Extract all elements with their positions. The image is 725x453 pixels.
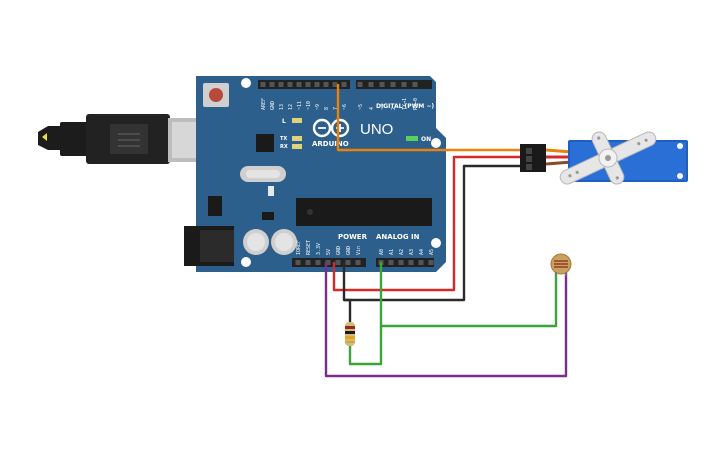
wire-analog xyxy=(379,262,558,328)
pin-hole[interactable] xyxy=(305,82,311,87)
pin-label: A0 xyxy=(379,249,385,255)
pin-label: 2 xyxy=(391,107,397,110)
led-tx-label: TX xyxy=(280,136,287,142)
pin-label: ~11 xyxy=(297,101,303,110)
microcontroller-chip xyxy=(296,198,432,226)
wire-signal xyxy=(336,84,528,152)
wire-power xyxy=(332,155,528,292)
analog-header xyxy=(376,258,434,267)
led-tx xyxy=(292,136,302,141)
pin-label: A3 xyxy=(409,249,415,255)
arduino-logo xyxy=(312,118,350,138)
pin-hole[interactable] xyxy=(315,260,321,265)
pin-label: GND xyxy=(270,101,276,110)
pin-label: A1 xyxy=(389,249,395,255)
pin-hole[interactable] xyxy=(368,82,374,87)
resistor xyxy=(345,322,355,346)
pin-hole[interactable] xyxy=(332,82,338,87)
pin-label: ~5 xyxy=(358,104,364,110)
pin-hole[interactable] xyxy=(305,260,311,265)
pin-hole[interactable] xyxy=(390,82,396,87)
pin-label: A5 xyxy=(429,249,435,255)
pin-label: 12 xyxy=(288,104,294,110)
wire-analog-resistor xyxy=(348,326,383,366)
digital-header-label: DIGITAL (PWM ~) xyxy=(376,103,434,110)
pin-label: 3.3V xyxy=(316,243,322,255)
pin-hole[interactable] xyxy=(341,82,347,87)
pin-hole[interactable] xyxy=(379,82,385,87)
pin-label: 5V xyxy=(326,249,332,255)
wire-ground-resistor xyxy=(344,298,352,322)
servo-horn xyxy=(559,131,657,185)
led-on xyxy=(406,136,418,141)
photoresistor xyxy=(550,253,572,276)
pin-hole[interactable] xyxy=(355,260,361,265)
wire-ground xyxy=(342,164,528,302)
pin-label: ~10 xyxy=(306,101,312,110)
pin-hole[interactable] xyxy=(287,82,293,87)
on-label: ON xyxy=(421,136,431,143)
model-label: UNO xyxy=(360,121,393,138)
pin-hole[interactable] xyxy=(398,260,404,265)
analog-label: ANALOG IN xyxy=(376,233,420,241)
pin-label: GND xyxy=(346,246,352,255)
servo-motor xyxy=(520,131,688,185)
pin-label: 8 xyxy=(324,107,330,110)
led-l-label: L xyxy=(282,118,286,125)
pin-label: ~3 xyxy=(380,104,386,110)
pin-hole[interactable] xyxy=(323,82,329,87)
pin-label: ~6 xyxy=(342,104,348,110)
digital-header-left xyxy=(258,80,350,89)
pin-label: A4 xyxy=(419,249,425,255)
usb-cable xyxy=(38,114,202,164)
pin-hole[interactable] xyxy=(401,82,407,87)
pin-label: 13 xyxy=(279,104,285,110)
pin-label: RESET xyxy=(306,240,312,255)
power-label: POWER xyxy=(338,233,368,241)
pin-hole[interactable] xyxy=(325,260,331,265)
wire-ldr-supply xyxy=(324,262,568,378)
pin-label: 4 xyxy=(369,107,375,110)
pin-label: GND xyxy=(336,246,342,255)
servo-connector xyxy=(520,144,546,172)
pin-hole[interactable] xyxy=(260,82,266,87)
pin-hole[interactable] xyxy=(314,82,320,87)
pin-label: IOREF xyxy=(296,240,302,255)
pin-label: A2 xyxy=(399,249,405,255)
pin-hole[interactable] xyxy=(388,260,394,265)
pin-label: TX→1 xyxy=(402,98,408,110)
wires xyxy=(324,84,568,378)
led-l xyxy=(292,118,302,123)
pin-hole[interactable] xyxy=(269,82,275,87)
pin-hole[interactable] xyxy=(357,82,363,87)
brand-label: ARDUINO xyxy=(312,140,349,148)
pin-hole[interactable] xyxy=(408,260,414,265)
pin-hole[interactable] xyxy=(278,82,284,87)
pin-hole[interactable] xyxy=(418,260,424,265)
pin-label: Vin xyxy=(356,246,362,255)
pin-hole[interactable] xyxy=(295,260,301,265)
pin-label: 7 xyxy=(333,107,339,110)
pin-hole[interactable] xyxy=(412,82,418,87)
pin-label: AREF xyxy=(261,98,267,110)
led-rx-label: RX xyxy=(280,144,288,150)
pin-hole[interactable] xyxy=(345,260,351,265)
pin-hole[interactable] xyxy=(296,82,302,87)
led-rx xyxy=(292,144,302,149)
pin-label: ~9 xyxy=(315,104,321,110)
pin-hole[interactable] xyxy=(428,260,434,265)
pin-hole[interactable] xyxy=(335,260,341,265)
pin-label: RX←0 xyxy=(413,98,419,110)
